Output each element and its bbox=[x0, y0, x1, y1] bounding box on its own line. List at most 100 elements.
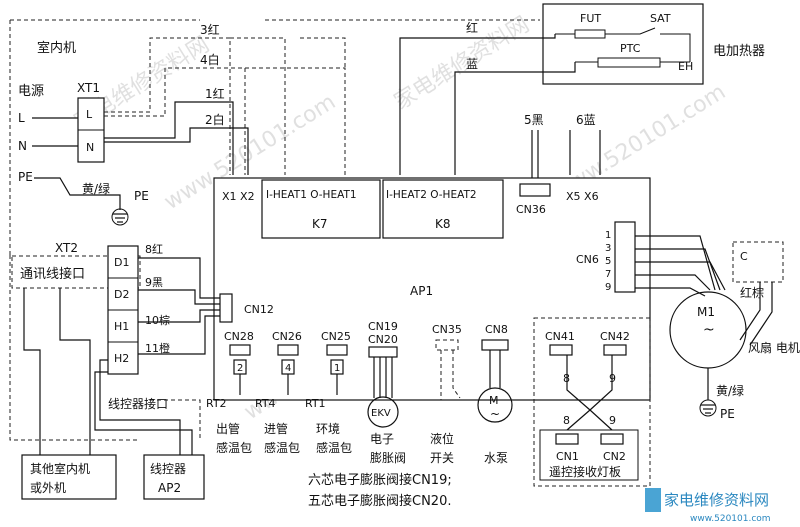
heater-title: 电加热器 bbox=[713, 44, 765, 59]
fan-motor-tilde: ~ bbox=[703, 322, 715, 338]
other-unit-line1: 其他室内机 bbox=[30, 461, 90, 476]
fan-ground-symbol bbox=[699, 399, 717, 417]
cn6-pin-9: 9 bbox=[605, 282, 611, 293]
cn20-label: CN20 bbox=[368, 333, 398, 346]
wire-10-brown: 10棕 bbox=[145, 313, 170, 327]
wire-2-white: 2白 bbox=[205, 112, 225, 127]
rt2-name-2: 感温包 bbox=[216, 440, 252, 455]
wire-8-red: 8红 bbox=[145, 243, 163, 256]
comm-port-title: 通讯线接口 bbox=[20, 266, 85, 282]
cn6-pin-5: 5 bbox=[605, 256, 611, 267]
cn6-pin-1: 1 bbox=[605, 230, 611, 241]
wire-6-blue: 6蓝 bbox=[576, 113, 596, 127]
relay-k7 bbox=[261, 179, 381, 239]
k7-terminals: I-HEAT1 O-HEAT1 bbox=[266, 189, 357, 201]
k7-label: K7 bbox=[312, 217, 328, 231]
cn6-connector bbox=[614, 221, 636, 293]
cn26-label: CN26 bbox=[272, 330, 302, 343]
cn42-label: CN42 bbox=[600, 330, 630, 343]
cn41-label: CN41 bbox=[545, 330, 575, 343]
wire-9-black: 9黑 bbox=[145, 276, 163, 289]
cn25-label: CN25 bbox=[321, 330, 351, 343]
water-pump: CN8 M ~ 水泵 bbox=[477, 323, 513, 465]
svg-text:家电维修资料网: 家电维修资料网 bbox=[390, 12, 534, 115]
power-label: 电源 bbox=[18, 84, 44, 99]
pe-symbol-label: PE bbox=[134, 189, 149, 203]
receiver-outline bbox=[533, 317, 651, 487]
indoor-unit-outline bbox=[9, 19, 660, 441]
x1x2-label: X1 X2 bbox=[222, 190, 255, 203]
receiver-title: 遥控接收灯板 bbox=[549, 464, 621, 479]
fan-pe-label: PE bbox=[720, 407, 735, 421]
rt2-code: RT2 bbox=[206, 397, 227, 410]
wire-5-black: 5黑 bbox=[524, 113, 544, 127]
ekv-label: EKV bbox=[371, 408, 391, 419]
wired-ctrl-port-title: 线控器接口 bbox=[108, 396, 168, 411]
sensor-cn26: CN26 4 RT4 进管 感温包 bbox=[255, 330, 302, 455]
k8-terminals: I-HEAT2 O-HEAT2 bbox=[386, 189, 477, 201]
ekv-name-1: 电子 bbox=[370, 432, 394, 446]
wired-ctrl-box bbox=[143, 454, 205, 500]
note-line-2: 五芯电子膨胀阀接CN20. bbox=[308, 493, 451, 509]
cn8-label: CN8 bbox=[485, 323, 508, 336]
fut-label: FUT bbox=[580, 12, 601, 25]
expansion-valve: CN19 CN20 EKV 电子 膨胀阀 bbox=[367, 320, 406, 465]
fan-wire-color: 红棕 bbox=[740, 285, 764, 300]
wire-11-orange: 11橙 bbox=[145, 341, 170, 355]
sat-label: SAT bbox=[650, 12, 671, 25]
indoor-unit-title: 室内机 bbox=[37, 40, 76, 56]
rt4-name-2: 感温包 bbox=[264, 440, 300, 455]
cn6-label: CN6 bbox=[576, 253, 599, 266]
other-unit-box bbox=[21, 454, 117, 500]
cn12-connector bbox=[219, 293, 233, 323]
rt4-code: RT4 bbox=[255, 397, 276, 410]
wire-1-red: 1红 bbox=[205, 86, 225, 101]
xt2-label: XT2 bbox=[55, 241, 78, 255]
wire-3-red: 3红 bbox=[200, 22, 220, 37]
relay-k8 bbox=[382, 179, 504, 239]
other-unit-line2: 或外机 bbox=[30, 481, 66, 495]
wire-red-label: 红 bbox=[466, 20, 478, 35]
ptc-label: PTC bbox=[620, 42, 641, 55]
pe-wire-label: 黄/绿 bbox=[82, 181, 110, 196]
cn1-label: CN1 bbox=[556, 450, 579, 463]
x5x6-label: X5 X6 bbox=[566, 190, 599, 203]
cn1-pin-8: 8 bbox=[563, 414, 570, 427]
comm-port-outline bbox=[11, 255, 141, 289]
cn12-label: CN12 bbox=[244, 303, 274, 316]
fan-ground-label: 黄/绿 bbox=[716, 383, 744, 398]
sensor-cn28: CN28 2 RT2 出管 感温包 bbox=[206, 330, 254, 455]
wire-blue-label: 蓝 bbox=[466, 57, 478, 71]
fan-plug-c: C bbox=[740, 250, 748, 263]
rt2-pin: 2 bbox=[237, 363, 243, 374]
note-line-1: 六芯电子膨胀阀接CN19; bbox=[308, 472, 452, 488]
fan-motor-label: M1 bbox=[697, 305, 715, 319]
cn6-pin-7: 7 bbox=[605, 269, 611, 280]
cn2-pin-9: 9 bbox=[609, 414, 616, 427]
cn36-label: CN36 bbox=[516, 203, 546, 216]
fan-motor-title: 风扇 电机 bbox=[748, 340, 800, 355]
rt1-pin: 1 bbox=[334, 363, 340, 374]
cn6-pin-3: 3 bbox=[605, 243, 611, 254]
xt2-d2: D2 bbox=[114, 288, 129, 301]
xt1-terminal-l: L bbox=[86, 108, 93, 121]
xt2-h2: H2 bbox=[114, 352, 129, 365]
float-switch: CN35 液位 开关 bbox=[430, 323, 462, 465]
pump-tilde: ~ bbox=[490, 407, 500, 421]
wired-ctrl-line1: 线控器 bbox=[150, 462, 186, 476]
board-label: AP1 bbox=[410, 284, 433, 298]
xt1-terminal-n: N bbox=[86, 141, 94, 154]
wire-4-white: 4白 bbox=[200, 52, 220, 67]
xt2-h1: H1 bbox=[114, 320, 129, 333]
xt2-d1: D1 bbox=[114, 256, 129, 269]
eh-label: EH bbox=[678, 60, 693, 73]
site-logo-mark bbox=[645, 488, 661, 512]
site-logo-url: www.520101.com bbox=[690, 514, 771, 524]
sensor-cn25: CN25 1 RT1 环境 感温包 bbox=[305, 330, 352, 455]
xt1-label: XT1 bbox=[77, 81, 100, 95]
rt4-name-1: 进管 bbox=[264, 421, 288, 436]
ekv-name-2: 膨胀阀 bbox=[370, 451, 406, 465]
line-pe-label: PE bbox=[18, 170, 33, 184]
float-name-2: 开关 bbox=[430, 451, 454, 465]
